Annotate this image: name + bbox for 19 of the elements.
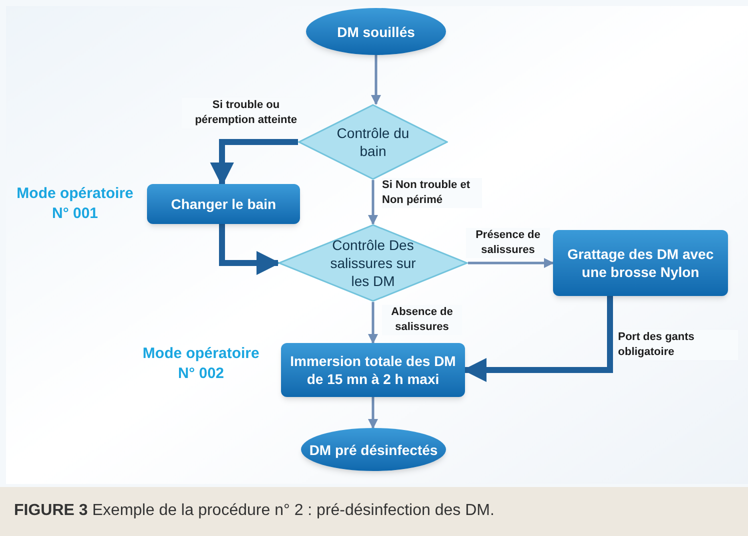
decision-text: Contrôle Des salissures sur les DM <box>329 236 417 290</box>
procedure-note: Mode opératoire N° 002 <box>142 344 260 384</box>
process-box: Grattage des DM avec une brosse Nylon <box>553 230 728 296</box>
edge-label: Si Non trouble et Non périmé <box>382 178 482 208</box>
arrow <box>210 139 298 186</box>
arrow <box>368 397 378 429</box>
edge-label: Port des gants obligatoire <box>618 330 738 360</box>
decision-text: Contrôle du bain <box>336 124 410 160</box>
arrow <box>368 302 378 344</box>
process-box: Immersion totale des DM de 15 mn à 2 h maxi <box>281 343 465 397</box>
procedure-note: Mode opératoire N° 001 <box>16 184 134 224</box>
arrow <box>462 296 613 382</box>
process-box: Changer le bain <box>147 184 300 224</box>
arrow <box>371 55 381 105</box>
arrow <box>468 258 554 268</box>
arrow <box>368 180 378 225</box>
edge-label: Présence de salissures <box>466 228 550 258</box>
arrow <box>219 224 280 275</box>
caption: FIGURE 3 Exemple de la procédure n° 2 : pré-désinfection des DM. <box>14 501 494 521</box>
